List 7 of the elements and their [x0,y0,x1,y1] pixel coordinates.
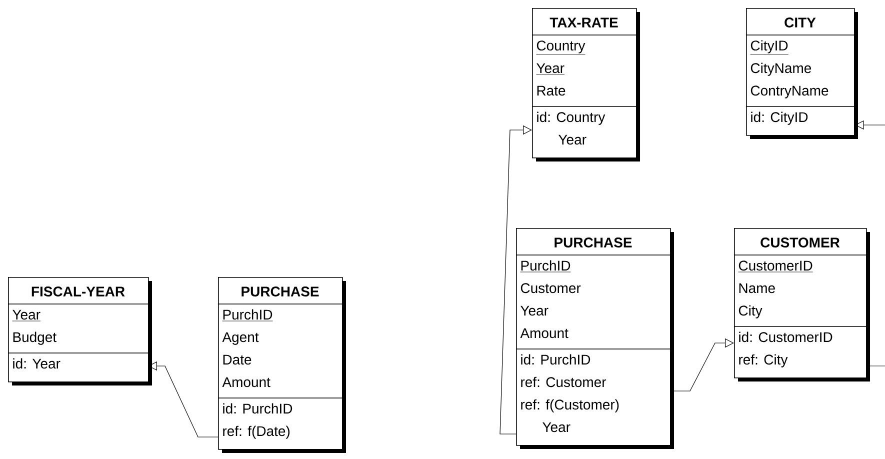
entity-table: PURCHASE PurchID Customer Year Amount id: PurchID ref: Customer ref: f(Customer) Year [516,228,674,449]
entity-table: FISCAL-YEAR Year Budget id: Year [8,277,152,386]
entity-table: CITY CityID CityName ContryName id: CityID [746,8,858,139]
entity-table: TAX-RATE Country Year Rate id: Country Year [532,8,640,162]
entity-table: CUSTOMER CustomerID Name City id: CustomerID ref: City [734,228,870,382]
connector-arrow [500,125,532,434]
entity-table: PURCHASE PurchID Agent Date Amount id: PurchID ref: f(Date) [218,277,346,453]
